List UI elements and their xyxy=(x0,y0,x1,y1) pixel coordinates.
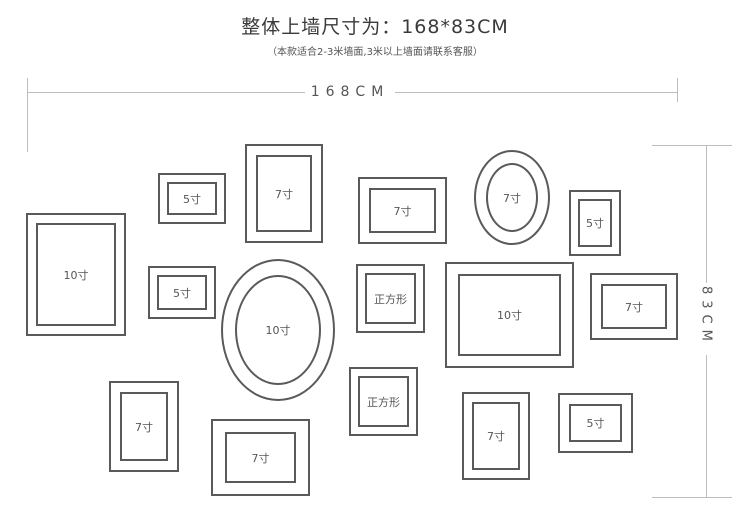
frame-label-5-inch: 5寸 xyxy=(578,199,612,247)
frame-label-10-inch: 10寸 xyxy=(458,274,561,356)
photo-frame-7-inch: 7寸 xyxy=(109,381,179,472)
photo-frame-7-inch: 7寸 xyxy=(590,273,678,340)
photo-frame-7-inch: 7寸 xyxy=(211,419,310,496)
frame-label-square: 正方形 xyxy=(365,273,416,324)
photo-frame-7-inch: 7寸 xyxy=(462,392,530,480)
width-dimension-tick-right xyxy=(677,78,678,102)
frame-label-10-inch: 10寸 xyxy=(36,223,116,326)
photo-frame-7-inch: 7寸 xyxy=(245,144,323,243)
frame-label-7-inch: 7寸 xyxy=(472,402,520,470)
frame-label-7-inch: 7寸 xyxy=(601,284,667,329)
frame-label-7-inch: 7寸 xyxy=(120,392,168,461)
height-dimension-text: 83CM xyxy=(698,286,714,347)
height-dimension-tick-top xyxy=(652,145,732,146)
page-subtitle: （本款适合2-3米墙面,3米以上墙面请联系客服） xyxy=(267,47,483,58)
frame-label-7-inch: 7寸 xyxy=(225,432,296,483)
frame-label-10-inch: 10寸 xyxy=(235,275,321,385)
frame-label-5-inch: 5寸 xyxy=(157,275,207,310)
oval-photo-frame-10-inch: 10寸 xyxy=(221,259,335,401)
frame-label-7-inch: 7寸 xyxy=(256,155,312,232)
frame-label-square: 正方形 xyxy=(358,376,409,427)
frame-label-5-inch: 5寸 xyxy=(569,404,622,442)
frame-label-7-inch: 7寸 xyxy=(486,163,538,232)
page-title: 整体上墙尺寸为：168*83CM xyxy=(241,16,509,38)
frame-label-5-inch: 5寸 xyxy=(167,182,217,215)
height-dimension-tick-bottom xyxy=(652,497,732,498)
photo-frame-10-inch: 10寸 xyxy=(26,213,126,336)
square-photo-frame: 正方形 xyxy=(349,367,418,436)
width-dimension-label: 168CM xyxy=(305,84,395,100)
photo-frame-5-inch: 5寸 xyxy=(569,190,621,256)
photo-frame-7-inch: 7寸 xyxy=(358,177,447,244)
photo-frame-10-inch: 10寸 xyxy=(445,262,574,368)
width-dimension-tick-left xyxy=(27,78,28,152)
oval-photo-frame-7-inch: 7寸 xyxy=(474,150,550,245)
photo-frame-5-inch: 5寸 xyxy=(558,393,633,453)
frame-label-7-inch: 7寸 xyxy=(369,188,436,233)
photo-frame-5-inch: 5寸 xyxy=(148,266,216,319)
photo-frame-5-inch: 5寸 xyxy=(158,173,226,224)
height-dimension-label: 83CM xyxy=(697,283,715,355)
square-photo-frame: 正方形 xyxy=(356,264,425,333)
